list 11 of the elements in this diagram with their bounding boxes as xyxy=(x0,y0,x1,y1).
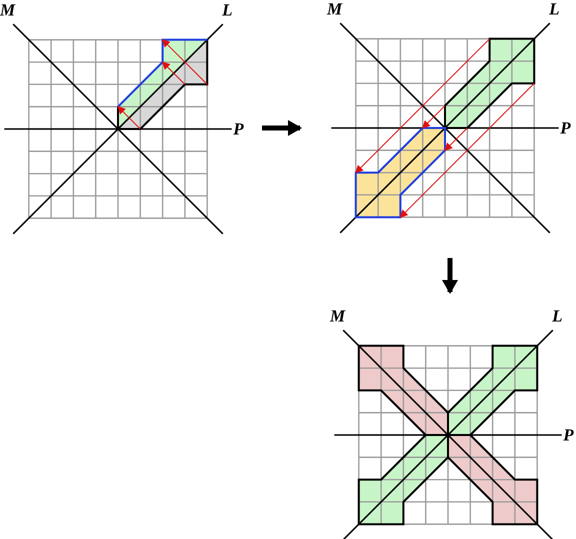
axis-label: L xyxy=(222,1,232,18)
arrow xyxy=(262,120,302,136)
arrow xyxy=(442,258,458,294)
axis-label: P xyxy=(563,426,574,444)
axis-label: M xyxy=(0,1,16,18)
axis-label: P xyxy=(560,120,571,136)
axis-label: M xyxy=(330,307,346,324)
axis-label: L xyxy=(552,307,562,324)
axis-label: L xyxy=(549,0,560,18)
axis-label: M xyxy=(327,0,342,18)
axis-label: P xyxy=(233,120,244,138)
